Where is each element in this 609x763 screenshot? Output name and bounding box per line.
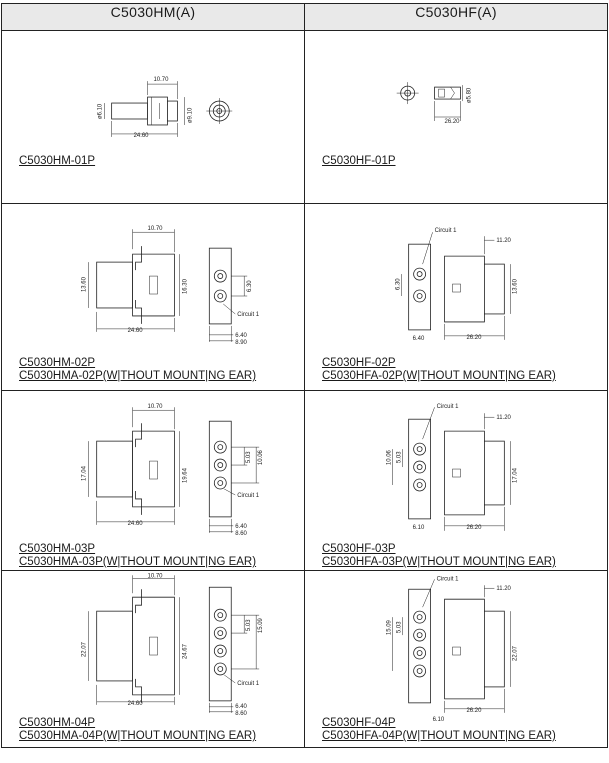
table-header-row: C5030HM(A) C5030HF(A)	[1, 3, 608, 31]
part-number-block: C5030HM-01P	[19, 155, 95, 168]
part-number: C5030HM-02P	[19, 357, 96, 369]
dim-w1-label: 6.40	[235, 704, 247, 710]
dim-top-label: 11.20	[496, 415, 511, 421]
dim-bottom-label: 24.60	[134, 133, 150, 139]
dim-pitch-label: 6.30	[247, 280, 253, 292]
male-03p-cell: 10.70 17.04 19.64 24.60	[1, 390, 305, 571]
part-number-block: C5030HF-04P C5030HFA-04P(W|THOUT MOUNT|N…	[322, 717, 556, 743]
male-04p-drawing: 10.70 22.07 24.67 24.60	[82, 573, 264, 717]
dim-height-label: 22.07	[512, 645, 518, 661]
female-02p-drawing: Circuit 1 6.30 11.20 13.60 6.40 26.20	[396, 228, 519, 342]
dim-pitch2-label: 10.06	[387, 449, 393, 465]
dim-inner-label: 16.30	[182, 278, 188, 294]
dim-pitch2-label: 15.09	[387, 619, 393, 635]
connector-table: C5030HM(A) C5030HF(A) 10.70 ø6.10	[1, 3, 608, 748]
dim-w1-label: 6.40	[235, 524, 247, 530]
part-number-block: C5030HM-03P C5030HMA-03P(W|THOUT MOUNT|N…	[19, 543, 256, 569]
dim-inner-label: 19.64	[182, 467, 188, 483]
table-row: 10.70 ø6.10 ø9.10 24.60 C503	[1, 30, 608, 204]
dim-w1-label: 6.40	[235, 333, 247, 339]
part-number-alt: C5030HFA-03P(W|THOUT MOUNT|NG EAR)	[322, 556, 556, 568]
male-01p-drawing: 10.70 ø6.10 ø9.10 24.60	[98, 77, 233, 139]
part-number: C5030HF-01P	[322, 155, 396, 167]
dim-height-label: 13.60	[512, 278, 518, 294]
dim-w2-label: 8.60	[235, 531, 247, 537]
part-number-block: C5030HF-02P C5030HFA-02P(W|THOUT MOUNT|N…	[322, 357, 556, 383]
dim-left-label: ø6.10	[98, 103, 104, 119]
dim-w1-label: 6.40	[413, 336, 425, 342]
dim-bottom-label: 26.20	[466, 708, 482, 714]
dim-pitch2-label: 10.06	[258, 449, 264, 465]
part-number-alt: C5030HFA-04P(W|THOUT MOUNT|NG EAR)	[322, 730, 556, 742]
dim-top-label: 10.70	[148, 226, 164, 232]
table-row: 10.70 13.60 16.30 24.60 6.30	[1, 203, 608, 391]
circuit-label: Circuit 1	[437, 404, 460, 410]
part-number: C5030HM-04P	[19, 717, 96, 729]
female-02p-cell: Circuit 1 6.30 11.20 13.60 6.40 26.20 C5…	[304, 203, 608, 391]
part-number: C5030HF-02P	[322, 357, 396, 369]
dim-pitch-label: 5.03	[246, 451, 252, 463]
part-number: C5030HF-03P	[322, 543, 396, 555]
dim-bottom-label: 26.20	[466, 525, 482, 531]
dim-bottom-label: 24.60	[128, 701, 144, 707]
circuit-label: Circuit 1	[237, 312, 260, 318]
male-01p-cell: 10.70 ø6.10 ø9.10 24.60 C503	[1, 30, 305, 204]
dim-pitch-label: 5.03	[397, 621, 403, 633]
male-02p-cell: 10.70 13.60 16.30 24.60 6.30	[1, 203, 305, 391]
table-row: 10.70 17.04 19.64 24.60	[1, 390, 608, 571]
dim-pitch-label: 5.03	[397, 451, 403, 463]
dim-bottom-label: 26.20	[445, 119, 461, 125]
dim-right-label: ø5.80	[466, 87, 472, 103]
part-number: C5030HF-04P	[322, 717, 396, 729]
part-number-alt: C5030HFA-02P(W|THOUT MOUNT|NG EAR)	[322, 370, 556, 382]
part-number-block: C5030HM-02P C5030HMA-02P(W|THOUT MOUNT|N…	[19, 357, 256, 383]
dim-bottom-label: 24.60	[128, 521, 144, 527]
circuit-label: Circuit 1	[237, 681, 260, 687]
part-number-alt: C5030HMA-04P(W|THOUT MOUNT|NG EAR)	[19, 730, 257, 742]
dim-top-label: 10.70	[148, 404, 164, 410]
part-number-block: C5030HF-01P	[322, 155, 396, 168]
dim-right-label: ø9.10	[187, 107, 193, 123]
dim-inner-label: 24.67	[182, 643, 188, 659]
male-04p-cell: 10.70 22.07 24.67 24.60	[1, 570, 305, 748]
dim-height-label: 22.07	[82, 641, 88, 657]
part-number-block: C5030HF-03P C5030HFA-03P(W|THOUT MOUNT|N…	[322, 543, 556, 569]
dim-height-label: 13.60	[82, 276, 88, 292]
dim-bottom-label: 26.20	[466, 335, 482, 341]
circuit-label: Circuit 1	[437, 576, 460, 582]
dim-top-label: 11.20	[496, 238, 511, 244]
dim-pitch2-label: 15.09	[258, 617, 264, 633]
part-number-alt: C5030HMA-03P(W|THOUT MOUNT|NG EAR)	[19, 556, 257, 568]
part-number-alt: C5030HMA-02P(W|THOUT MOUNT|NG EAR)	[19, 370, 257, 382]
dim-w2-label: 8.60	[235, 711, 247, 717]
dim-pitch-label: 6.30	[396, 278, 402, 290]
dim-height-label: 17.04	[82, 465, 88, 481]
part-number: C5030HM-03P	[19, 543, 96, 555]
dim-top-label: 10.70	[148, 573, 164, 579]
circuit-label: Circuit 1	[435, 228, 458, 234]
female-column-header: C5030HF(A)	[304, 3, 608, 31]
male-column-header: C5030HM(A)	[1, 3, 305, 31]
female-01p-drawing: ø5.80 26.20	[396, 82, 472, 125]
male-03p-drawing: 10.70 17.04 19.64 24.60	[82, 404, 264, 537]
female-04p-cell: Circuit 1 15.09 5.03 11.20 22.07 6.10 26…	[304, 570, 608, 748]
dim-pitch-label: 5.03	[246, 619, 252, 631]
circuit-label: Circuit 1	[237, 493, 260, 499]
dim-w1-label: 6.10	[413, 525, 425, 531]
male-02p-drawing: 10.70 13.60 16.30 24.60 6.30	[82, 226, 260, 346]
dim-top-label: 11.20	[496, 586, 511, 592]
part-number-block: C5030HM-04P C5030HMA-04P(W|THOUT MOUNT|N…	[19, 717, 256, 743]
dim-w1-label: 6.10	[433, 717, 445, 723]
part-number: C5030HM-01P	[19, 155, 96, 167]
dim-bottom-label: 24.60	[128, 328, 144, 334]
female-03p-cell: Circuit 1 10.06 5.03 11.20 17.04 6.10 26…	[304, 390, 608, 571]
female-03p-drawing: Circuit 1 10.06 5.03 11.20 17.04 6.10 26…	[387, 404, 519, 531]
female-04p-drawing: Circuit 1 15.09 5.03 11.20 22.07 6.10 26…	[387, 576, 519, 723]
dim-height-label: 17.04	[512, 467, 518, 483]
table-row: 10.70 22.07 24.67 24.60	[1, 570, 608, 748]
female-01p-cell: ø5.80 26.20 C5030HF-01P	[304, 30, 608, 204]
dim-top-label: 10.70	[153, 77, 169, 83]
dim-w2-label: 8.90	[235, 340, 247, 346]
